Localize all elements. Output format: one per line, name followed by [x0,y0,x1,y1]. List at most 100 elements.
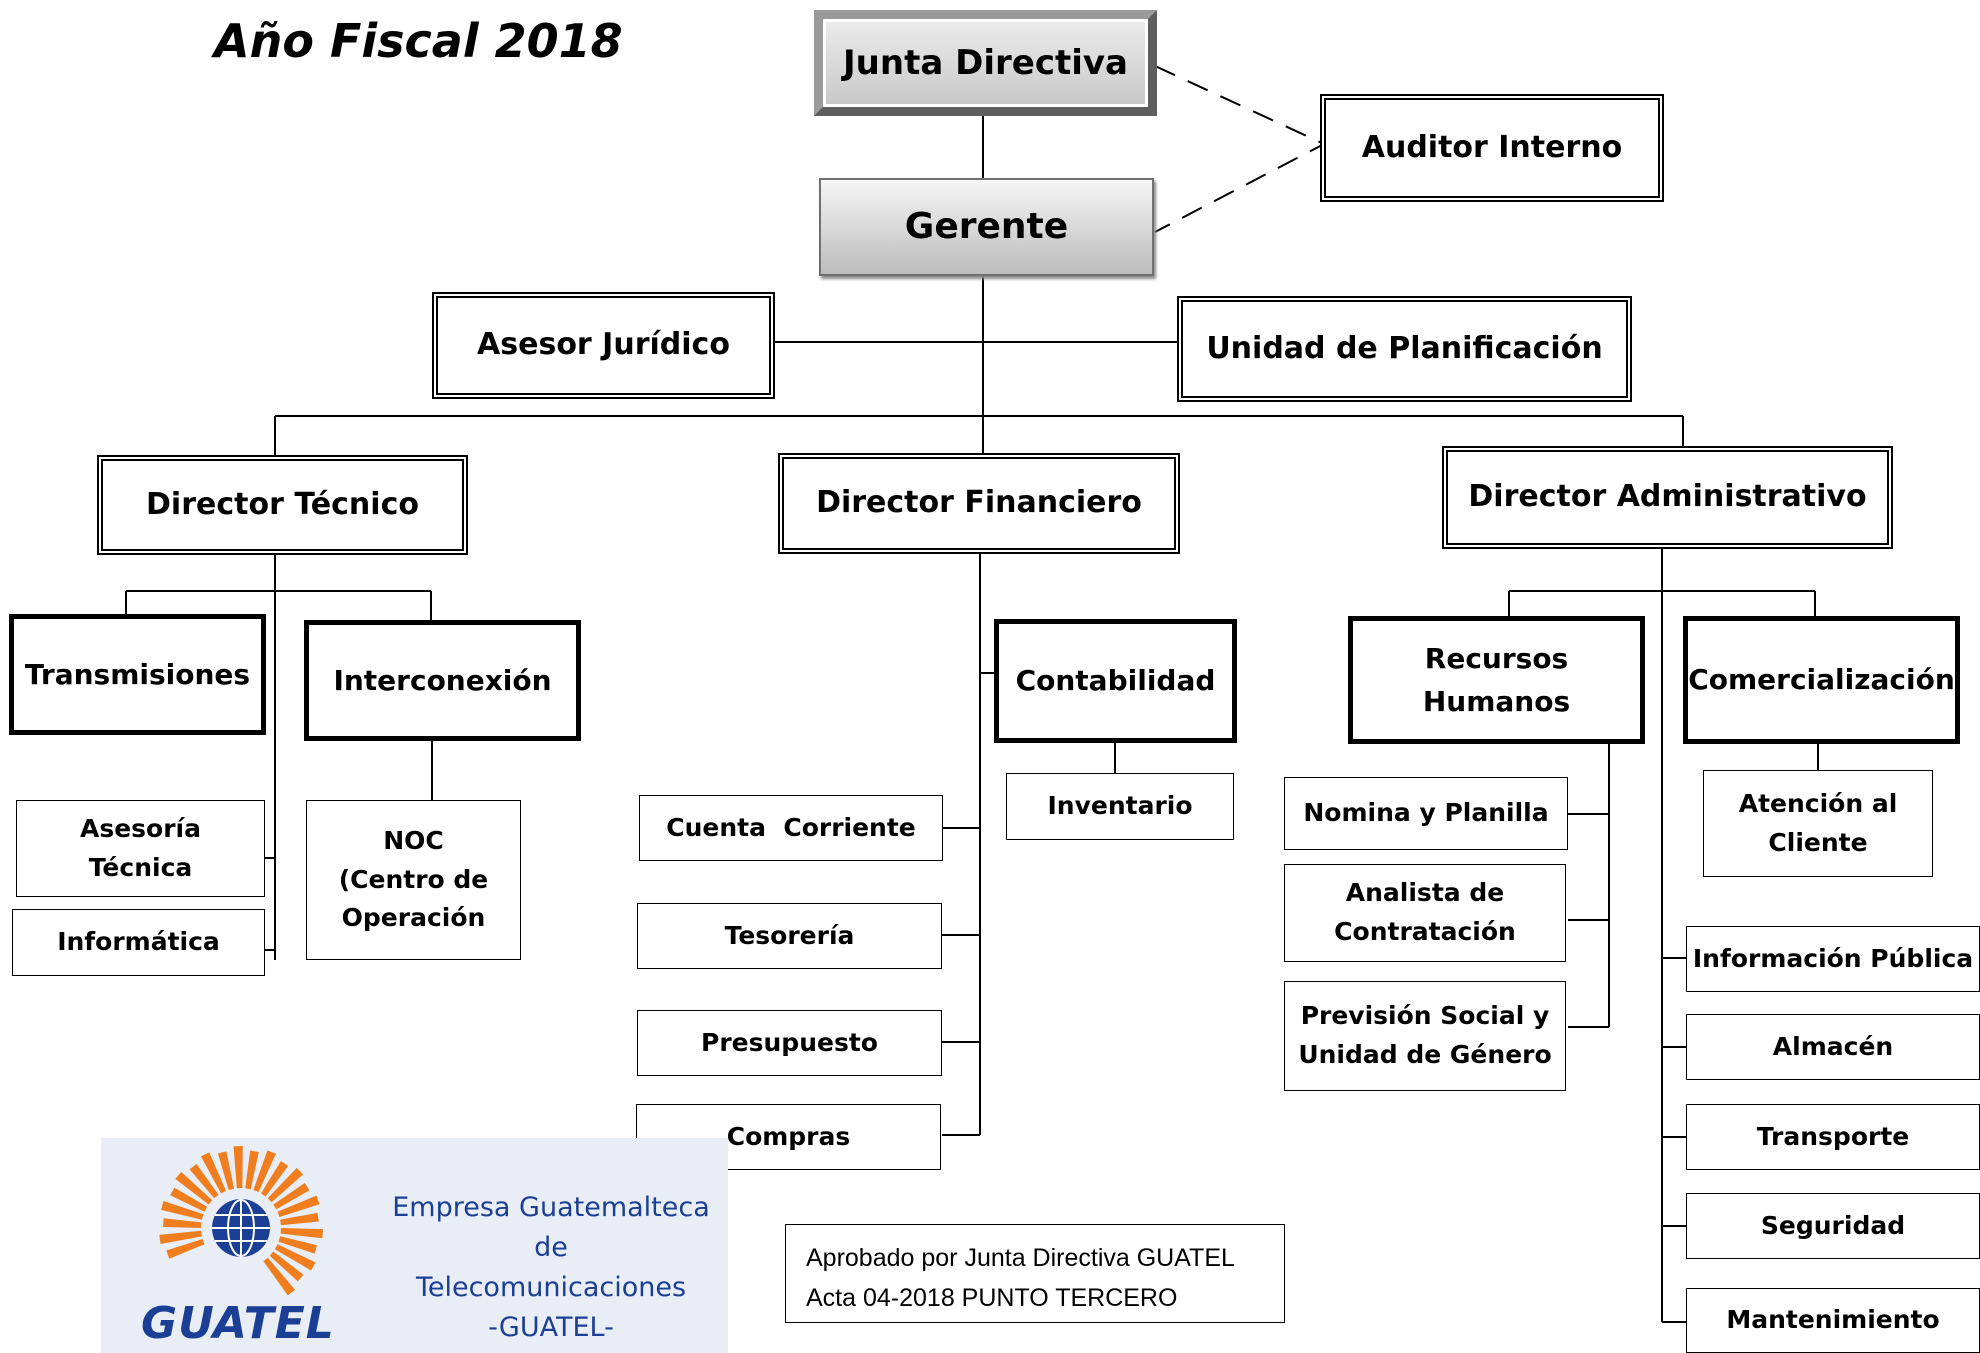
fiscal-year-title: Año Fiscal 2018 [214,14,623,68]
logo-ray [278,1236,318,1254]
director-tecnico-label: Director Técnico [146,486,419,522]
auditor-interno-box: Auditor Interno [1320,94,1664,202]
logo-org-line-2: Telecomunicaciones [415,1272,687,1303]
director-financiero-box: Director Financiero [778,453,1180,554]
interconexion-box: Interconexión [304,620,581,741]
seguridad-label: Seguridad [1760,1210,1906,1240]
unidad-planificacion-label: Unidad de Planificación [1206,330,1603,366]
almacen-label: Almacén [1772,1031,1894,1061]
prevision-social-line-2: Unidad de Género [1298,1040,1552,1069]
cuenta-corriente-box: Cuenta Corriente [639,795,943,861]
informacion-publica-box: Información Pública [1686,926,1980,992]
cuenta-corriente-label: Cuenta Corriente [666,812,916,842]
approval-note-line-2: Acta 04-2018 PUNTO TERCERO [806,1284,1178,1312]
presupuesto-label: Presupuesto [701,1027,878,1057]
comercializacion-box: Comercialización [1683,616,1960,744]
logo-ray [161,1201,204,1220]
logo-ray [163,1218,202,1229]
logo-ray [175,1171,213,1205]
analista-contratacion-line-1: Analista de [1345,878,1505,908]
tesoreria-label: Tesorería [724,920,855,950]
sunburst-globe-icon [159,1146,323,1296]
logo-ray [217,1151,235,1190]
logo-ray [253,1150,276,1193]
asesor-juridico-label: Asesor Jurídico [477,327,730,363]
logo-ray [166,1239,205,1259]
auditor-interno-label: Auditor Interno [1361,129,1623,165]
logo-ray [189,1163,219,1199]
informatica-label: Informática [57,927,220,957]
unidad-planificacion-box: Unidad de Planificación [1177,296,1632,402]
compras-label: Compras [726,1121,851,1151]
noc-line-2: (Centro de [338,864,489,894]
recursos-humanos-line-2: Humanos [1422,685,1571,718]
atencion-cliente-line-2: Cliente [1768,827,1868,857]
noc-box: NOC (Centro de Operación [306,800,521,960]
contabilidad-label: Contabilidad [1015,664,1216,698]
transmisiones-box: Transmisiones [9,614,266,735]
logo-org-line-3: -GUATEL- [488,1312,614,1343]
interconexion-label: Interconexión [333,663,552,697]
director-tecnico-box: Director Técnico [97,455,468,555]
director-administrativo-box: Director Administrativo [1442,446,1893,549]
logo-ray [273,1183,310,1210]
almacen-box: Almacén [1686,1014,1980,1080]
asesor-juridico-box: Asesor Jurídico [432,292,775,399]
atencion-cliente-box: Atención al Cliente [1703,770,1933,877]
guatel-wordmark: GUATEL [141,1298,335,1349]
comercializacion-label: Comercialización [1688,663,1955,697]
asesoria-tecnica-line-2: Técnica [88,852,193,882]
recursos-humanos-line-1: Recursos [1424,641,1569,675]
asesoria-tecnica-box: Asesoría Técnica [16,800,265,897]
logo-ray [280,1212,319,1226]
logo-org-name: Empresa Guatemalteca de Telecomunicacion… [381,1188,721,1348]
tesoreria-box: Tesorería [637,903,942,969]
junta-directiva-label: Junta Directiva [843,42,1128,83]
atencion-cliente-line-1: Atención al [1738,788,1898,818]
approval-note-line-1: Aprobado por Junta Directiva GUATEL [806,1244,1235,1272]
inventario-box: Inventario [1006,773,1234,840]
nomina-planilla-box: Nomina y Planilla [1284,777,1568,850]
inventario-label: Inventario [1047,791,1193,821]
nomina-planilla-label: Nomina y Planilla [1303,798,1549,828]
contabilidad-box: Contabilidad [994,619,1237,743]
logo-ray [159,1230,202,1244]
recursos-humanos-box: Recursos Humanos [1348,616,1645,744]
asesoria-tecnica-line-1: Asesoría [79,813,201,843]
junta-directiva-box: Junta Directiva [814,10,1157,116]
logo-ray [200,1152,227,1194]
prevision-social-box: Previsión Social y Unidad de Género [1284,981,1566,1091]
seguridad-box: Seguridad [1686,1193,1980,1259]
logo-ray [280,1227,323,1239]
logo-ray [260,1160,289,1197]
gerente-box: Gerente [819,178,1154,276]
mantenimiento-box: Mantenimiento [1686,1288,1980,1353]
director-administrativo-label: Director Administrativo [1468,479,1867,515]
analista-contratacion-line-2: Contratación [1334,917,1516,946]
analista-contratacion-box: Analista de Contratación [1284,864,1566,962]
mantenimiento-label: Mantenimiento [1726,1305,1940,1335]
informatica-box: Informática [12,909,265,976]
logo-ray [263,1257,296,1296]
informacion-publica-label: Información Pública [1692,943,1974,973]
logo-ray [269,1251,304,1282]
approval-note: Aprobado por Junta Directiva GUATEL Acta… [785,1224,1285,1323]
transporte-box: Transporte [1686,1104,1980,1170]
logo-ray [267,1167,304,1203]
noc-line-3: Operación [341,903,486,933]
transporte-label: Transporte [1756,1121,1910,1151]
transmisiones-label: Transmisiones [24,657,251,691]
guatel-logo: GUATEL Empresa Guatemalteca de Telecomun… [101,1138,728,1353]
logo-ray [245,1150,259,1190]
logo-ray [277,1195,320,1217]
gerente-label: Gerente [904,206,1069,248]
logo-ray [274,1244,316,1271]
director-financiero-label: Director Financiero [816,485,1142,521]
presupuesto-box: Presupuesto [637,1010,942,1076]
logo-ray [170,1187,208,1212]
prevision-social-line-1: Previsión Social y [1300,1001,1550,1031]
logo-ray [233,1146,243,1189]
noc-line-1: NOC [383,825,444,855]
